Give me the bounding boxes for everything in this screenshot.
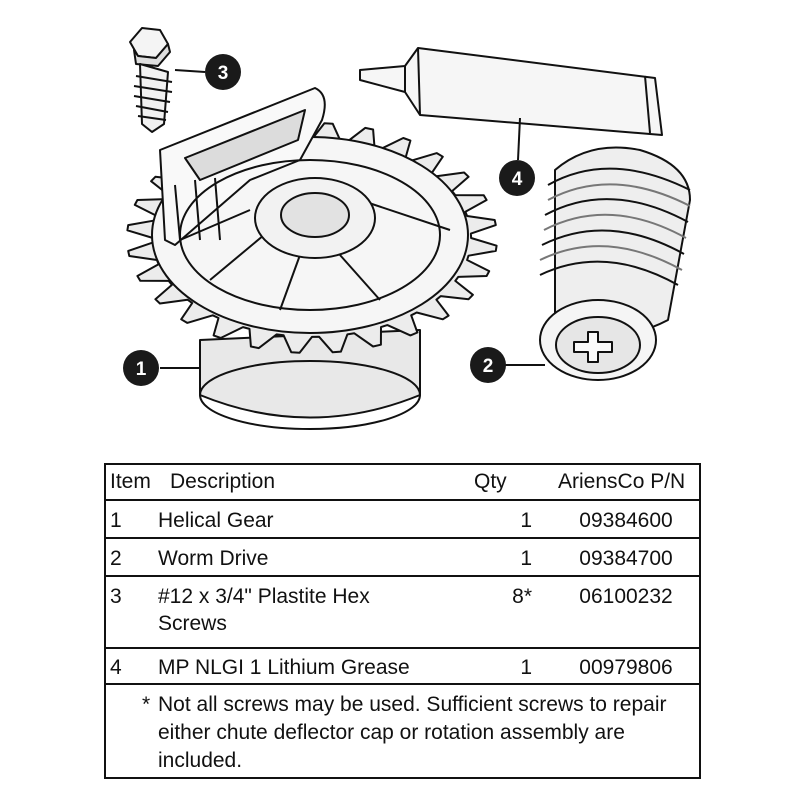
parts-illustration: 1 2 3 4 xyxy=(123,27,691,430)
parts-table: Item Description Qty AriensCo P/N 1 Heli… xyxy=(104,463,701,779)
callout-2-label: 2 xyxy=(483,356,494,377)
table-row: 1 Helical Gear 1 09384600 xyxy=(106,501,699,539)
row-qty: 1 xyxy=(520,656,532,679)
callout-3-label: 3 xyxy=(218,63,229,84)
header-part-number: AriensCo P/N xyxy=(558,470,686,493)
row-item: 1 xyxy=(110,509,122,532)
row-item: 4 xyxy=(110,656,122,679)
footnote-text: Not all screws may be used. Sufficient s… xyxy=(158,693,667,772)
row-description: Worm Drive xyxy=(158,547,269,570)
table-note-row: * Not all screws may be used. Sufficient… xyxy=(106,685,699,779)
row-item: 2 xyxy=(110,547,122,570)
table-row: 2 Worm Drive 1 09384700 xyxy=(106,539,699,577)
callout-3: 3 xyxy=(205,54,241,90)
row-item: 3 xyxy=(110,585,122,608)
row-part-number: 09384700 xyxy=(579,547,673,570)
row-qty: 8* xyxy=(512,585,532,608)
note-asterisk: * xyxy=(142,693,151,716)
grease-tube-drawing xyxy=(359,47,663,136)
row-description: #12 x 3/4" Plastite Hex Screws xyxy=(158,585,370,635)
row-description: Helical Gear xyxy=(158,509,274,532)
header-description: Description xyxy=(170,470,276,493)
callout-4: 4 xyxy=(499,160,535,196)
table-row: 3 #12 x 3/4" Plastite Hex Screws 8* 0610… xyxy=(106,577,699,649)
table-row: 4 MP NLGI 1 Lithium Grease 1 00979806 xyxy=(106,649,699,685)
callout-1: 1 xyxy=(123,350,159,386)
header-item: Item xyxy=(110,470,151,493)
callout-1-label: 1 xyxy=(136,359,147,380)
hex-screw-drawing xyxy=(129,27,173,133)
row-qty: 1 xyxy=(520,547,532,570)
helical-gear-drawing xyxy=(126,87,498,430)
row-part-number: 06100232 xyxy=(579,585,673,608)
worm-drive-drawing xyxy=(539,146,691,381)
table-header-row: Item Description Qty AriensCo P/N xyxy=(106,465,699,501)
row-description: MP NLGI 1 Lithium Grease xyxy=(158,656,410,679)
header-qty: Qty xyxy=(474,470,507,493)
row-qty: 1 xyxy=(520,509,532,532)
callout-4-label: 4 xyxy=(512,169,523,190)
row-part-number: 00979806 xyxy=(579,656,673,679)
row-part-number: 09384600 xyxy=(579,509,673,532)
callout-2: 2 xyxy=(470,347,506,383)
